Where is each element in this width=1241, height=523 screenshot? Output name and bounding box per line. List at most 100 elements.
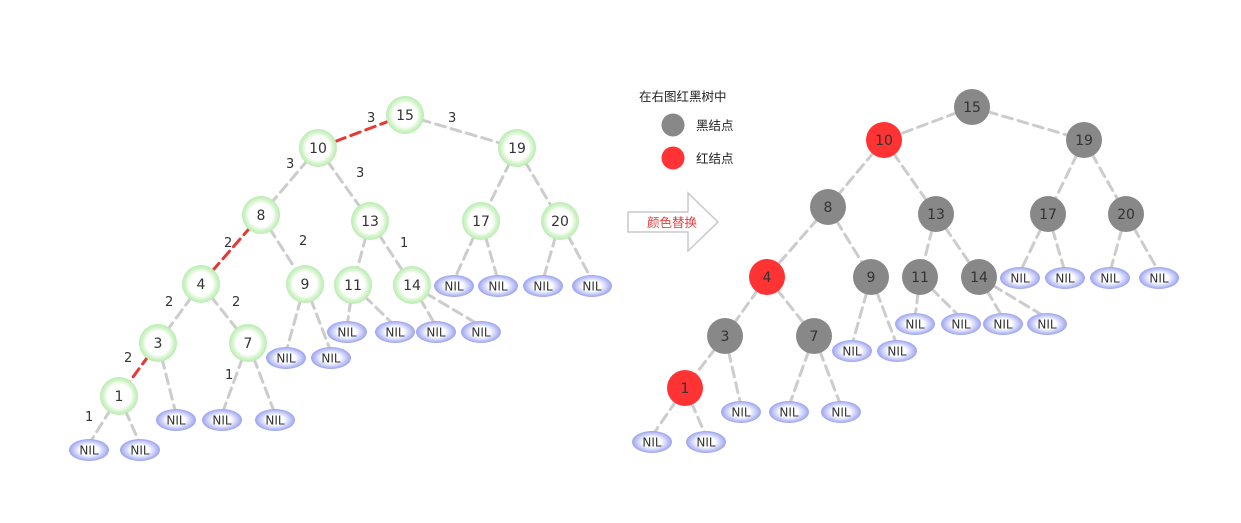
left-nil-leaf: NIL [311,347,351,369]
nil-ellipse [255,409,295,431]
transform-arrow: 颜色替换 [627,191,720,253]
left-node-19: 19 [498,129,536,167]
left-node-9: 9 [286,265,324,303]
node-key: 13 [927,207,945,223]
left-nil-leaf: NIL [202,409,242,431]
legend-title: 在右图红黑树中 [639,89,727,104]
left-nil-leaf: NIL [461,321,501,343]
black-node-circle [853,259,889,295]
node-key: 4 [763,270,772,286]
left-nil-leaf: NIL [478,275,518,297]
nil-ellipse [1139,267,1179,289]
right-node-20: 20 [1108,196,1144,232]
nil-label: NIL [1055,272,1075,286]
node-key: 9 [301,277,310,293]
edge-weight-label: 3 [286,157,294,172]
left-nil-leaf: NIL [69,439,109,461]
left-nil-leaf: NIL [416,321,456,343]
right-node-19: 19 [1066,122,1102,158]
left-nil-leaf: NIL [572,275,612,297]
legend-red-label: 红结点 [696,151,734,166]
legend-black-swatch [661,113,685,137]
right-nil-edge-10 [723,334,743,408]
node-circle [462,202,500,240]
nil-label: NIL [212,414,232,428]
right-nil-edge-12 [812,334,843,408]
nil-ellipse [69,439,109,461]
nil-label: NIL [905,318,925,332]
node-key: 17 [472,214,490,230]
nil-label: NIL [321,352,341,366]
red-node-circle [749,259,785,295]
black-node-circle [1030,196,1066,232]
node-key: 1 [115,389,124,405]
nil-ellipse [327,321,367,343]
nil-label: NIL [79,444,99,458]
right-nil-leaf: NIL [877,340,917,362]
left-edge-15-19 [403,113,519,150]
nil-ellipse [416,321,456,343]
nil-ellipse [1027,313,1067,335]
left-nil-edge-11 [220,341,250,416]
nil-label: NIL [533,280,553,294]
node-circle [334,266,372,304]
node-key: 10 [309,141,327,157]
black-node-circle [796,318,832,354]
nil-ellipse [375,321,415,343]
node-circle [139,324,177,362]
right-node-13: 13 [918,196,954,232]
right-nil-leaf: NIL [895,313,935,335]
nil-label: NIL [337,326,357,340]
node-key: 17 [1039,207,1057,223]
node-key: 9 [867,270,876,286]
left-nil-leaf: NIL [434,275,474,297]
left-node-10: 10 [299,129,337,167]
nil-ellipse [202,409,242,431]
right-nil-leaf: NIL [832,340,872,362]
node-key: 14 [970,270,988,286]
black-node-circle [961,259,997,295]
nil-label: NIL [951,318,971,332]
nil-label: NIL [696,436,716,450]
left-node-4: 4 [182,265,220,303]
node-circle [386,96,424,134]
nil-ellipse [983,313,1023,335]
nil-label: NIL [779,406,799,420]
left-nil-leaf: NIL [255,409,295,431]
black-node-circle [918,196,954,232]
nil-label: NIL [471,326,491,340]
edge-weight-label: 1 [400,236,408,251]
right-nil-leaf: NIL [1027,313,1067,335]
right-nil-leaf: NIL [941,313,981,335]
right-node-3: 3 [707,318,743,354]
node-circle [299,129,337,167]
nil-label: NIL [887,345,907,359]
nil-label: NIL [166,414,186,428]
node-key: 20 [1117,207,1135,223]
node-circle [242,196,280,234]
right-nil-leaf: NIL [721,401,761,423]
nil-ellipse [895,313,935,335]
nil-label: NIL [426,326,446,340]
nil-label: NIL [276,352,296,366]
nil-ellipse [156,409,196,431]
edge-weight-label: 3 [356,166,364,181]
left-node-1: 1 [100,377,138,415]
nil-ellipse [120,439,160,461]
edge-weight-label: 3 [367,111,375,126]
nil-ellipse [572,275,612,297]
right-nil-leaf: NIL [1000,267,1040,289]
left-nil-leaf: NIL [327,321,367,343]
node-key: 7 [244,336,253,352]
nil-ellipse [877,340,917,362]
right-nil-edge-9 [869,275,899,347]
nil-ellipse [1090,267,1130,289]
nil-ellipse [311,347,351,369]
right-nil-edge-8 [850,275,873,347]
right-node-4: 4 [749,259,785,295]
nil-label: NIL [444,280,464,294]
node-key: 11 [911,270,929,286]
right-node-17: 17 [1030,196,1066,232]
node-key: 3 [154,336,163,352]
red-node-circle [866,122,902,158]
